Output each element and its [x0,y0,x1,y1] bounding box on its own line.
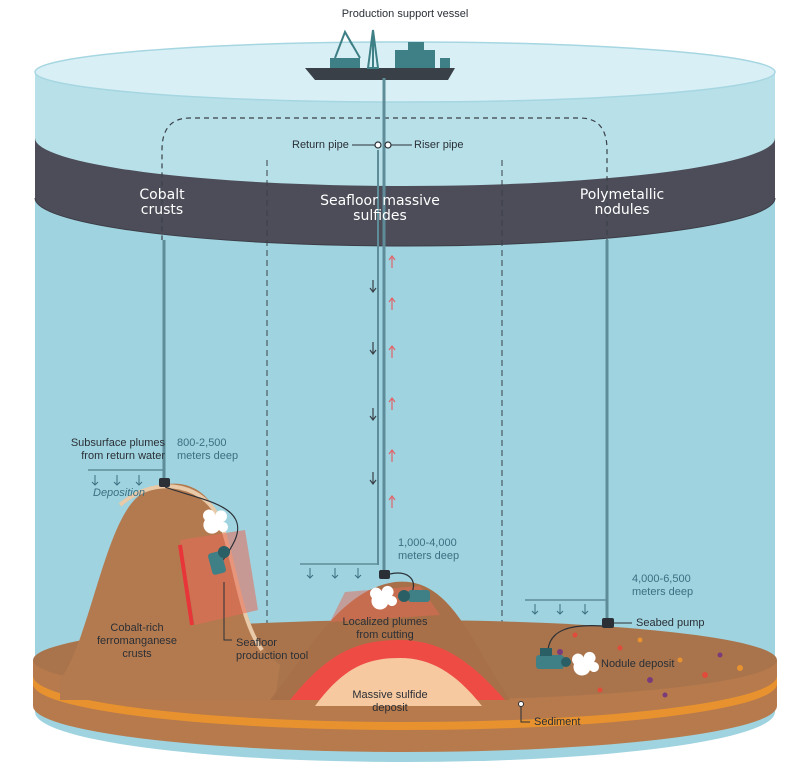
return-pipe-label: Return pipe [292,139,349,151]
seabed-pump-icon [602,618,614,628]
cobalt-rich-line1: Cobalt-rich [110,622,164,634]
return-hose-right [384,117,608,240]
riser-flow-arrows [388,255,396,508]
sulfide-deposit-core [315,658,482,706]
midwater-band-lower-edge [34,197,776,247]
zone-title-sulfides: Seafloor massive sulfides [300,194,460,224]
zone-title-nodules-line2: nodules [594,202,650,218]
cobalt-pump-icon [159,478,170,487]
subsurface-plumes-label: Subsurface plumes from return water [60,437,165,463]
zone-title-cobalt: Cobalt crusts [112,188,212,218]
crust-cut-zone [180,530,258,625]
return-hose-left [161,117,380,240]
sediment-label: Sediment [534,716,581,728]
zone-title-nodules: Polymetallic nodules [562,188,682,218]
massive-sulfide-line2: deposit [372,702,408,714]
massive-sulfide-label: Massive sulfide deposit [340,689,440,715]
riser-pipe-label: Riser pipe [414,139,464,151]
localized-plumes-line2: from cutting [356,629,414,641]
cobalt-production-tool-icon [203,509,230,575]
depth-cobalt-value: 800-2,500 [177,437,227,449]
midwater-dark-band [35,138,775,246]
production-tool-line1: Seafloor [236,637,277,649]
depth-cobalt: 800-2,500 meters deep [177,437,238,463]
localized-plumes-line1: Localized plumes [342,616,428,628]
vessel-label: Production support vessel [341,8,469,20]
depth-nodules-unit: meters deep [632,586,694,598]
production-tool-line2: production tool [236,650,309,662]
zone-title-nodules-line1: Polymetallic [579,187,665,203]
zone-title-sulfides-line2: sulfides [353,208,407,224]
production-vessel-icon [305,29,455,80]
cobalt-rich-line3: crusts [122,648,152,660]
sediment-layer [33,676,777,730]
nodule-deposit-label: Nodule deposit [601,658,675,670]
subsurface-plumes-line2: from return water [81,450,165,462]
zone-title-cobalt-line2: crusts [140,202,184,218]
depth-sulfides-value: 1,000-4,000 [398,537,457,549]
depth-sulfides-unit: meters deep [398,550,460,562]
cobalt-rich-label: Cobalt-rich ferromanganese crusts [82,622,192,661]
localized-plumes-label: Localized plumes from cutting [330,616,440,642]
depth-nodules: 4,000-6,500 meters deep [632,573,693,599]
zone-title-cobalt-line1: Cobalt [139,187,185,203]
production-tool-label: Seafloor production tool [236,637,308,663]
depth-sulfides: 1,000-4,000 meters deep [398,537,459,563]
nodule-collector-icon [536,648,600,676]
massive-sulfide-line1: Massive sulfide [352,689,428,701]
cobalt-rich-line2: ferromanganese [96,635,178,647]
zone-title-sulfides-line1: Seafloor massive [320,193,440,209]
sulfide-production-tool-icon [370,585,430,610]
sulfide-pump-icon [379,570,390,579]
seabed-pump-label: Seabed pump [636,617,705,629]
return-flow-arrows [369,280,377,485]
subsurface-plumes-line1: Subsurface plumes [70,437,165,449]
depth-cobalt-unit: meters deep [177,450,239,462]
deposition-label: Deposition [93,487,145,499]
depth-nodules-value: 4,000-6,500 [632,573,691,585]
deposition-arrows [91,475,143,486]
